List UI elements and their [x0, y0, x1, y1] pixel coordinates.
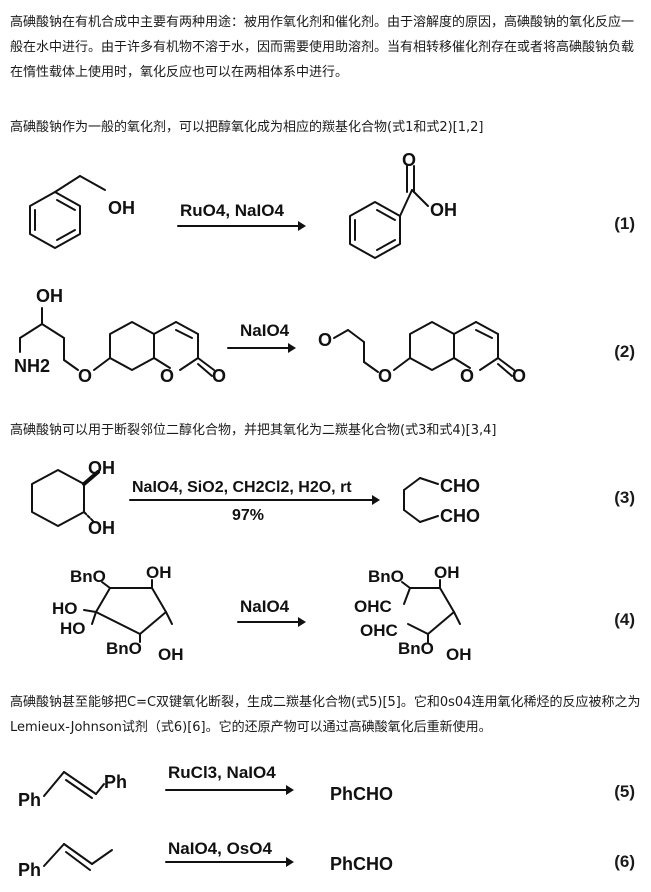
svg-text:O: O [460, 366, 474, 386]
scheme-3-sm-oh-1: OH [88, 458, 115, 478]
scheme-4-sm-ho-2: HO [60, 619, 86, 638]
scheme-4-product-oh-2: OH [446, 645, 472, 664]
scheme-4-product-bno-2: BnO [398, 639, 434, 658]
alkene-cleavage-paragraph: 高碘酸钠甚至能够把C=C双键氧化断裂，生成二羰基化合物(式5)[5]。它和0s0… [10, 695, 641, 735]
svg-text:O: O [160, 366, 174, 386]
reaction-scheme-2: OH NH2 O O O NaIO4 O O [0, 282, 651, 412]
reaction-scheme-4: BnO OH HO HO BnO OH NaIO4 BnO OH OHC OHC… [0, 558, 651, 678]
scheme-2-number: (2) [614, 342, 635, 361]
scheme-5-reagents: RuCl3, NaIO4 [168, 763, 276, 782]
intro-paragraph: 高碘酸钠在有机合成中主要有两种用途：被用作氧化剂和催化剂。由于溶解度的原因，高碘… [10, 15, 635, 80]
scheme-1-structures: OH RuO4, NaIO4 O OH [29, 150, 457, 259]
scheme-3-product-cho-2: CHO [440, 506, 480, 526]
scheme-3-product-cho-1: CHO [440, 476, 480, 496]
scheme-3-sm-oh-2: OH [88, 518, 115, 538]
alcohol-oxidation-paragraph: 高碘酸钠作为一般的氧化剂，可以把醇氧化成为相应的羰基化合物(式1和式2)[1,2… [10, 120, 484, 135]
scheme-6-sm-ph: Ph [18, 860, 41, 880]
scheme-3-structures: OH OH NaIO4, SiO2, CH2Cl2, H2O, rt 97% C… [31, 458, 480, 538]
scheme-1-product-oh: OH [430, 200, 457, 220]
reaction-scheme-1: OH RuO4, NaIO4 O OH (1) [0, 150, 651, 280]
scheme-2-structures: OH NH2 O O O NaIO4 O O [14, 286, 526, 386]
svg-text:O: O [78, 366, 92, 386]
scheme-4-sm-oh-1: OH [146, 563, 172, 582]
scheme-5-structures: Ph Ph RuCl3, NaIO4 PhCHO [18, 763, 393, 810]
svg-text:O: O [512, 366, 526, 386]
scheme-4-product-bno-1: BnO [368, 567, 404, 586]
scheme-1-reagents: RuO4, NaIO4 [180, 201, 284, 220]
scheme-6-product: PhCHO [330, 854, 393, 874]
reaction-scheme-6: Ph NaIO4, OsO4 PhCHO (6) [0, 832, 651, 888]
scheme-4-number: (4) [614, 610, 635, 629]
scheme-1-number: (1) [614, 214, 635, 233]
scheme-4-sm-ho-1: HO [52, 599, 78, 618]
diol-cleavage-paragraph: 高碘酸钠可以用于断裂邻位二醇化合物，并把其氧化为二羰基化合物(式3和式4)[3,… [10, 423, 497, 438]
svg-text:O: O [378, 366, 392, 386]
scheme-5-product: PhCHO [330, 784, 393, 804]
scheme-5-sm-ph-2: Ph [104, 772, 127, 792]
scheme-6-reagents: NaIO4, OsO4 [168, 839, 272, 858]
reaction-scheme-3: OH OH NaIO4, SiO2, CH2Cl2, H2O, rt 97% C… [0, 448, 651, 548]
scheme-4-sm-oh-2: OH [158, 645, 184, 664]
scheme-4-product-ohc-1: OHC [354, 597, 392, 616]
scheme-4-product-oh-1: OH [434, 563, 460, 582]
scheme-2-reagents: NaIO4 [240, 321, 290, 340]
svg-text:O: O [318, 330, 332, 350]
reaction-scheme-5: Ph Ph RuCl3, NaIO4 PhCHO (5) [0, 758, 651, 818]
scheme-2-sm-nh2: NH2 [14, 356, 50, 376]
svg-text:O: O [212, 366, 226, 386]
scheme-5-number: (5) [614, 782, 635, 801]
scheme-2-sm-oh: OH [36, 286, 63, 306]
scheme-4-sm-bno-2: BnO [106, 639, 142, 658]
scheme-3-number: (3) [614, 488, 635, 507]
svg-text:O: O [402, 150, 416, 170]
scheme-6-number: (6) [614, 852, 635, 871]
scheme-6-structures: Ph NaIO4, OsO4 PhCHO [18, 839, 393, 880]
scheme-4-structures: BnO OH HO HO BnO OH NaIO4 BnO OH OHC OHC… [52, 563, 472, 664]
scheme-5-sm-ph-1: Ph [18, 790, 41, 810]
scheme-4-product-ohc-2: OHC [360, 621, 398, 640]
scheme-4-sm-bno-1: BnO [70, 567, 106, 586]
scheme-1-sm-oh: OH [108, 198, 135, 218]
scheme-4-reagents: NaIO4 [240, 597, 290, 616]
scheme-3-reagents: NaIO4, SiO2, CH2Cl2, H2O, rt [132, 479, 352, 496]
scheme-3-yield: 97% [232, 507, 264, 524]
